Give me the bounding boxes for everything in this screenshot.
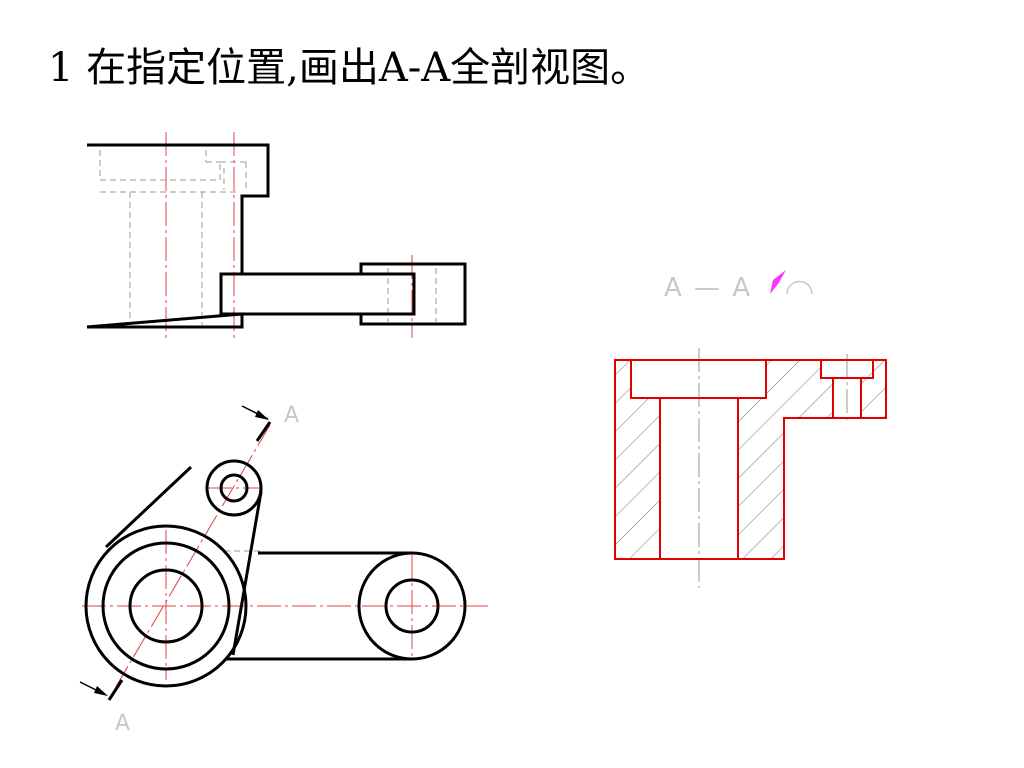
small-bore [219, 473, 249, 503]
right-bore [384, 578, 440, 634]
large-bore [128, 568, 204, 644]
section-letter-lower: A [115, 711, 130, 736]
section-center-line [698, 348, 848, 588]
front-view-outline [86, 143, 467, 329]
section-mark-upper: A [241, 403, 299, 442]
front-view [86, 132, 467, 340]
section-mark-lower: A [79, 679, 130, 736]
rotation-arrow-icon [770, 270, 786, 294]
section-view-title: A — A [664, 273, 752, 303]
large-boss-middle [101, 541, 231, 671]
top-view-outline [84, 459, 467, 688]
section-view: A — A [614, 270, 887, 588]
section-outline [614, 359, 887, 560]
front-view-center-lines [165, 132, 413, 340]
section-hatching [615, 360, 886, 559]
section-view-label: A — A [664, 270, 813, 303]
section-letter-upper: A [284, 403, 299, 428]
slide-title: 1 在指定位置,画出A-A全剖视图。 [48, 45, 651, 91]
top-view-center-lines [82, 424, 488, 691]
small-boss-outer [205, 459, 263, 517]
large-boss-outer [84, 524, 248, 688]
rotation-arc-icon [786, 280, 813, 295]
top-view: A A [79, 403, 488, 736]
